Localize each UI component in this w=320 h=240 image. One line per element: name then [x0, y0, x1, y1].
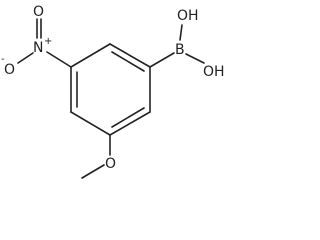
chemical-structure: B OH OH N + O O - O: [1, 4, 225, 179]
benzene-ring: [70, 43, 151, 136]
nitro-oxygen-upper-label: O: [33, 4, 44, 20]
boron-label: B: [175, 42, 185, 58]
boronic-acid-group: B OH OH: [149, 8, 225, 80]
c-n-bond: [46, 51, 72, 68]
hydroxyl-lower-label: OH: [203, 64, 225, 80]
ring-bond: [70, 43, 111, 68]
ring-double-bond: [111, 51, 145, 72]
methoxy-oxygen-label: O: [105, 156, 116, 172]
nitro-nitrogen-label: N: [33, 40, 43, 56]
c-b-bond: [149, 52, 175, 68]
methoxy-group: O: [81, 134, 116, 179]
n-o-single-bond: [17, 52, 34, 64]
nitro-group: N + O O -: [1, 4, 72, 78]
o-ch3-bond: [81, 164, 105, 179]
ring-double-bond: [111, 107, 145, 128]
nitro-nitrogen-charge: +: [44, 36, 52, 47]
ring-bond: [109, 43, 151, 68]
b-oh-bond-upper: [179, 24, 183, 41]
hydroxyl-upper-label: OH: [177, 8, 199, 24]
nitro-oxygen-lower-label: O: [4, 62, 15, 78]
b-oh-bond-lower: [185, 53, 205, 64]
ring-bond: [70, 111, 111, 136]
nitro-oxygen-charge: -: [1, 54, 5, 65]
ring-bond: [109, 111, 151, 136]
